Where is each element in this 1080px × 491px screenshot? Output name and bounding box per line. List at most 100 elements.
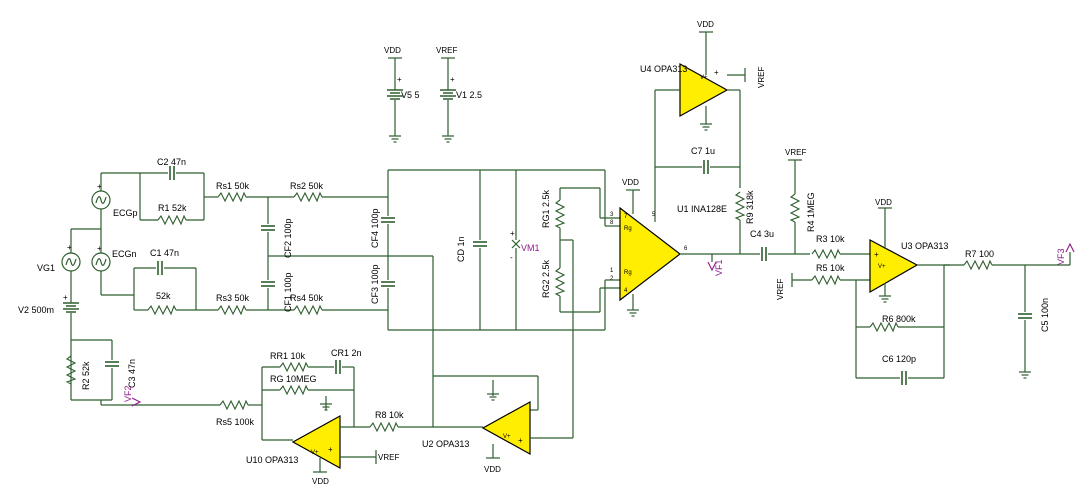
c2-label: C2 47n xyxy=(157,157,186,167)
u1-vdd-label: VDD xyxy=(622,178,639,187)
svg-text:+: + xyxy=(97,182,102,191)
svg-text:+: + xyxy=(63,293,68,302)
bias-network: R2 52k C3 47n VF2 Rs5 100k xyxy=(66,339,262,427)
rs2-label: Rs2 50k xyxy=(290,181,324,191)
v1-vref-label: VREF xyxy=(436,46,457,55)
svg-text:7: 7 xyxy=(624,214,628,220)
r52k-label: 52k xyxy=(156,291,171,301)
vf2-label: VF2 xyxy=(123,385,133,402)
u4-label: U4 OPA313 xyxy=(640,64,687,74)
svg-text:3: 3 xyxy=(610,212,614,218)
rg2-label: RG2 2.5k xyxy=(541,259,551,298)
svg-text:V+: V+ xyxy=(311,450,319,456)
v5-vdd-label: VDD xyxy=(384,46,401,55)
svg-text:V+: V+ xyxy=(700,75,708,81)
u3-vdd-label: VDD xyxy=(875,198,892,207)
v1-label: V1 2.5 xyxy=(456,90,482,100)
r5-vref-label: VREF xyxy=(776,279,785,300)
u1-ina128e: VDD U1 INA128E 3 8 1 2 5 6 7 4 Rg Rg xyxy=(610,90,740,317)
c3-label: C3 47n xyxy=(127,359,137,388)
u10-opa313: RR1 10k CR1 2n RG 10MEG U10 OPA313 V+ + … xyxy=(246,348,433,486)
c7-label: C7 1u xyxy=(691,146,715,156)
svg-text:Rg: Rg xyxy=(624,270,632,276)
c6-label: C6 120p xyxy=(882,354,916,364)
u2-label: U2 OPA313 xyxy=(422,439,469,449)
c5-label: C5 100n xyxy=(1040,298,1050,332)
svg-text:+: + xyxy=(328,445,333,454)
input-network: C2 47n R1 52k Rs1 50k Rs2 50k C1 47n 52k… xyxy=(101,157,433,330)
vf1-label: VF1 xyxy=(714,259,724,276)
svg-text:1: 1 xyxy=(610,268,614,274)
rs4-label: Rs4 50k xyxy=(290,293,324,303)
svg-text:V+: V+ xyxy=(878,264,886,270)
v2-source: + V2 500m xyxy=(18,293,80,340)
u10-label: U10 OPA313 xyxy=(246,455,298,465)
rs3-label: Rs3 50k xyxy=(216,293,250,303)
vf3-label: VF3 xyxy=(1056,248,1066,265)
ecgn-source: + ECGn xyxy=(91,243,137,295)
r4-vref-label: VREF xyxy=(785,148,806,157)
svg-text:+: + xyxy=(97,244,102,253)
svg-text:V+: V+ xyxy=(503,434,511,440)
u3-label: U3 OPA313 xyxy=(901,241,948,251)
output-stage: R7 100 C5 100n VF3 xyxy=(944,242,1075,379)
r2-label: R2 52k xyxy=(81,361,91,390)
u1-label: U1 INA128E xyxy=(677,204,727,214)
svg-text:5: 5 xyxy=(652,212,656,218)
u4-opa313: VDD U4 OPA313 V+ + VREF xyxy=(640,20,766,188)
u4-vdd-label: VDD xyxy=(697,20,714,29)
r5-label: R5 10k xyxy=(816,263,845,273)
u3-opa313: R3 10k R5 10k VREF VDD U3 OPA313 + V+ R6… xyxy=(776,198,950,386)
u10-vdd-label: VDD xyxy=(312,477,329,486)
rg1-label: RG1 2.5k xyxy=(541,189,551,228)
r8-label: R8 10k xyxy=(375,410,404,420)
svg-text:+: + xyxy=(518,436,523,445)
cf4-label: CF4 100p xyxy=(370,208,380,248)
r9-label: R9 318k xyxy=(745,190,755,224)
svg-text:-: - xyxy=(510,253,513,262)
rg-label: RG 10MEG xyxy=(270,374,317,384)
vf1-probe: VF1 xyxy=(707,254,724,276)
r7-label: R7 100 xyxy=(965,249,994,259)
svg-text:+: + xyxy=(874,250,879,259)
rr1-label: RR1 10k xyxy=(270,351,306,361)
u2-opa313: U2 OPA313 V+ + VDD xyxy=(422,240,574,474)
cf3-label: CF3 100p xyxy=(370,264,380,304)
vg1-label: VG1 xyxy=(37,263,55,273)
ecgn-label: ECGn xyxy=(112,249,137,259)
cd-label: CD 1n xyxy=(456,236,466,262)
rs1-label: Rs1 50k xyxy=(216,181,250,191)
cf1-label: CF1 100p xyxy=(283,272,293,312)
r3-label: R3 10k xyxy=(816,234,845,244)
v5-label: V5 5 xyxy=(401,90,420,100)
cf2-label: CF2 100p xyxy=(283,218,293,258)
svg-text:+: + xyxy=(397,75,402,84)
r1-label: R1 52k xyxy=(158,203,187,213)
svg-text:Rg: Rg xyxy=(624,226,632,232)
r6-label: R6 800k xyxy=(882,314,916,324)
svg-text:+: + xyxy=(67,243,72,252)
cr1-label: CR1 2n xyxy=(331,348,362,358)
svg-text:+: + xyxy=(714,68,719,77)
svg-text:2: 2 xyxy=(610,276,614,282)
u4-vref-label: VREF xyxy=(757,67,766,88)
differential-bus: CD 1n + - VM1 RG1 2.5k RG2 2.5k xyxy=(388,169,620,331)
v2-label: V2 500m xyxy=(18,305,54,315)
c4-label: C4 3u xyxy=(750,229,774,239)
svg-text:4: 4 xyxy=(624,288,628,294)
c4-r4: C4 3u VREF R4 1MEG xyxy=(740,148,816,262)
v5-source: VDD + V5 5 xyxy=(384,46,420,143)
u10-vref-label: VREF xyxy=(378,453,399,462)
vg1-source: + VG1 xyxy=(37,228,102,296)
ecgp-source: + ECGp xyxy=(91,173,138,229)
svg-text:6: 6 xyxy=(684,246,688,252)
svg-text:+: + xyxy=(510,229,515,238)
c7-r9: C7 1u R9 318k xyxy=(655,146,755,254)
c1-label: C1 47n xyxy=(150,248,179,258)
svg-text:+: + xyxy=(450,75,455,84)
r4-label: R4 1MEG xyxy=(806,192,816,232)
rs5-label: Rs5 100k xyxy=(216,417,255,427)
v1-source: VREF + V1 2.5 xyxy=(436,46,482,143)
ecgp-label: ECGp xyxy=(113,208,138,218)
